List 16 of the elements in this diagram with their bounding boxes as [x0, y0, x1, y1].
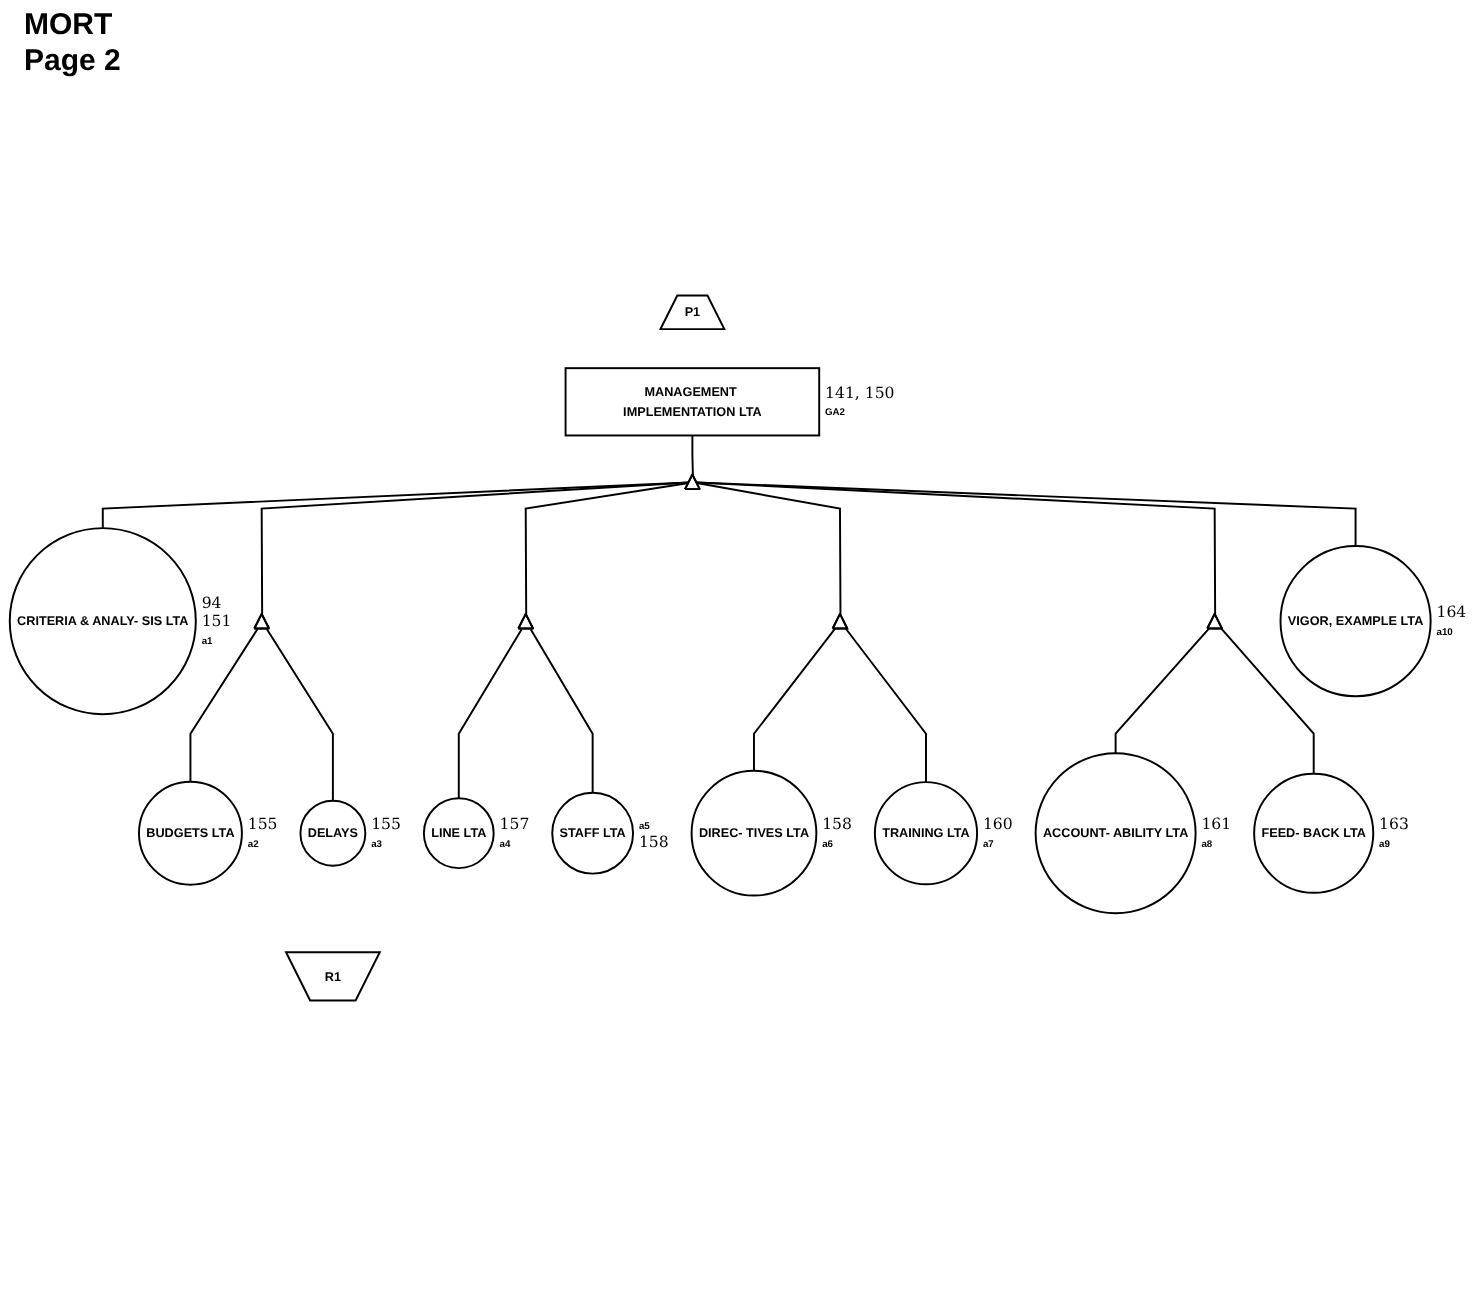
connector [695, 480, 1357, 547]
connector [695, 481, 842, 615]
connector [1114, 627, 1210, 754]
connector [691, 433, 694, 475]
connector [457, 627, 523, 799]
title: MORT [24, 8, 115, 44]
connector [1220, 627, 1315, 774]
page-label: Page 2 [24, 44, 121, 80]
connector [265, 627, 334, 801]
connector [260, 480, 691, 615]
connector [753, 627, 836, 771]
connector [529, 627, 594, 793]
connector [524, 480, 690, 615]
connector [189, 627, 259, 782]
connector [845, 627, 927, 783]
connector [695, 480, 1217, 615]
